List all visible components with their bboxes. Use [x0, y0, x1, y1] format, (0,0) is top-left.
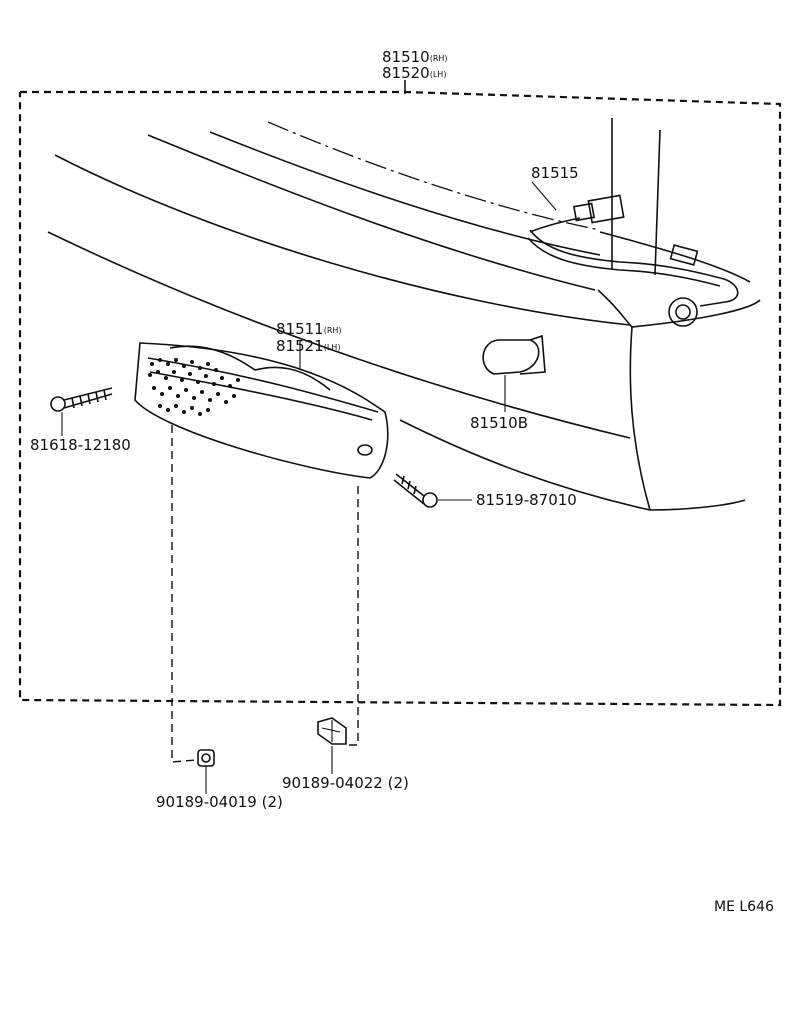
- screw-left: [50, 387, 113, 436]
- screw-right: [393, 473, 472, 508]
- screw-left-label: 81618-12180: [30, 436, 131, 454]
- nut-right: [317, 717, 347, 774]
- socket-label: 81515: [531, 164, 579, 182]
- rh-tag: (RH): [429, 54, 448, 63]
- screw-right-label: 81519-87010: [476, 491, 577, 509]
- socket-wiring: [527, 181, 739, 327]
- lens-rh-tag: (RH): [323, 326, 342, 335]
- lh-tag: (LH): [429, 70, 447, 79]
- nut-right-label: 90189-04022 (2): [282, 774, 409, 792]
- part-number-81521: 81521: [276, 337, 324, 355]
- nut-left: [197, 749, 215, 794]
- diagram-code: ME L646: [714, 899, 774, 915]
- part-number-81520: 81520: [382, 64, 430, 82]
- bulb: [482, 334, 546, 412]
- turn-signal-lens: [134, 342, 389, 479]
- lens-lh-tag: (LH): [323, 343, 341, 352]
- mounting-guides: [171, 425, 359, 763]
- nut-left-label: 90189-04019 (2): [156, 793, 283, 811]
- assembly-label-lh: 81520(LH): [382, 66, 446, 81]
- lens-label-lh: 81521(LH): [276, 339, 340, 354]
- bulb-label: 81510B: [470, 414, 529, 432]
- bumper-body: [47, 118, 761, 511]
- lens-texture: [148, 358, 240, 416]
- assembly-label-rh: 81510(RH): [382, 50, 448, 65]
- assembly-boundary: [18, 80, 782, 707]
- lens-label-rh: 81511(RH): [276, 322, 342, 337]
- part-number-81511: 81511: [276, 320, 324, 338]
- part-number-81510: 81510: [382, 48, 430, 66]
